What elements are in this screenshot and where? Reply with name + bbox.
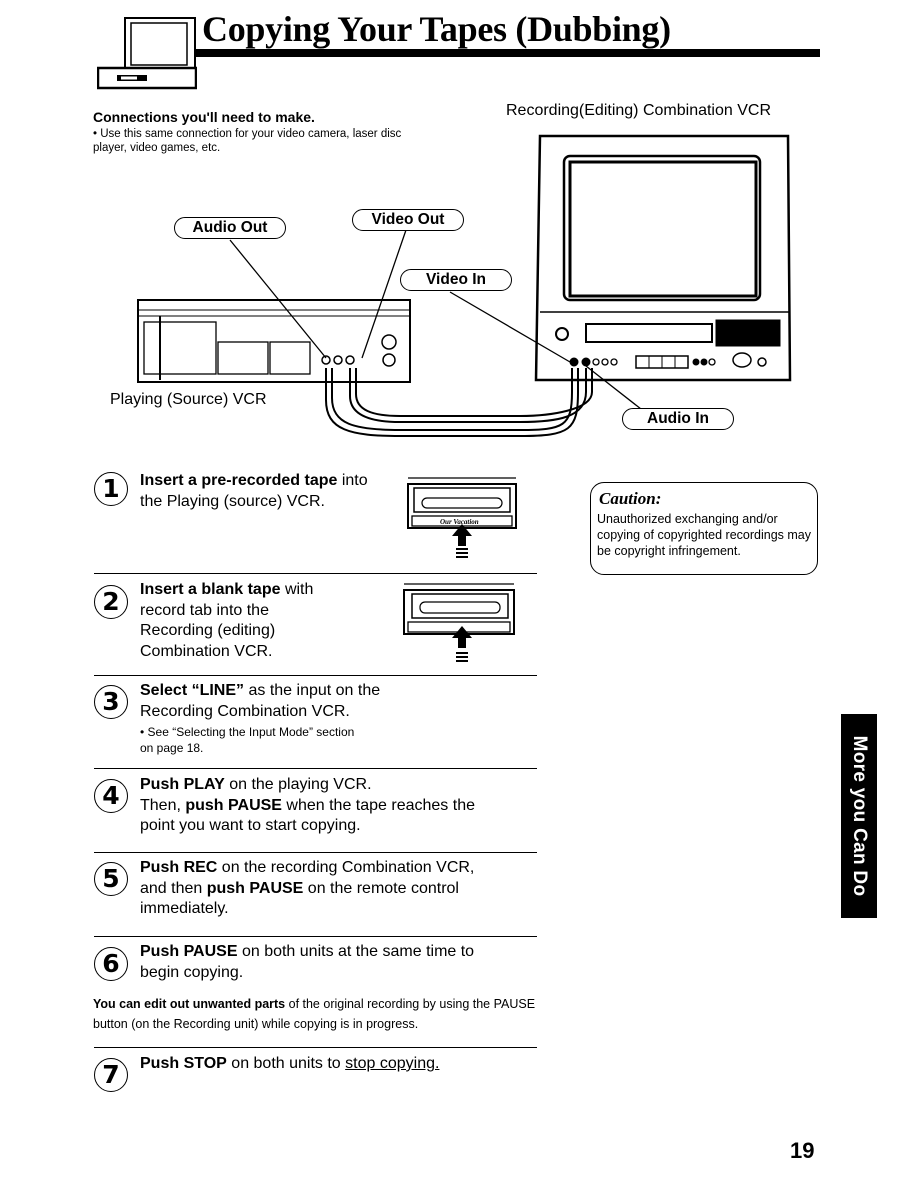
- video-out-callout: Video Out: [352, 209, 464, 231]
- section-side-tab: More you Can Do: [841, 714, 877, 918]
- page-title: Copying Your Tapes (Dubbing): [202, 9, 671, 49]
- step-2-number: 2: [94, 585, 128, 619]
- connections-note: • Use this same connection for your vide…: [93, 128, 402, 154]
- step-4-text: Push PLAY on the playing VCR.Then, push …: [140, 776, 475, 834]
- audio-in-callout: Audio In: [622, 408, 734, 430]
- step-3-number: 3: [94, 685, 128, 719]
- page-number: 19: [790, 1138, 815, 1163]
- step-5-number: 5: [94, 862, 128, 896]
- step-6-number: 6: [94, 947, 128, 981]
- step-7-number: 7: [94, 1058, 128, 1092]
- step-divider: [94, 852, 537, 854]
- cables: [325, 368, 593, 437]
- step-divider: [94, 1047, 537, 1049]
- side-tab-label: More you Can Do: [849, 735, 870, 897]
- caution-box: Caution: Unauthorized exchanging and/or …: [590, 482, 818, 575]
- blank-tape-insert-illustration: [403, 583, 515, 662]
- connection-diagram: [137, 134, 792, 437]
- caution-text: Unauthorized exchanging and/or copying o…: [597, 512, 812, 558]
- playing-vcr-label: Playing (Source) VCR: [110, 391, 267, 408]
- step-3-text: Select “LINE” as the input on the Record…: [140, 682, 381, 720]
- step-divider: [94, 675, 537, 677]
- step-4-number: 4: [94, 779, 128, 813]
- recording-vcr-label: Recording(Editing) Combination VCR: [506, 102, 772, 119]
- step-divider: [94, 573, 537, 575]
- svg-text:Our Vacation: Our Vacation: [440, 518, 479, 526]
- step-6-text: Push PAUSE on both units at the same tim…: [140, 943, 475, 981]
- tv-vcr-icon: [97, 17, 197, 90]
- video-in-callout: Video In: [400, 269, 512, 291]
- connections-title: Connections you'll need to make.: [93, 109, 315, 125]
- step-1-text: Insert a pre-recorded tape into the Play…: [140, 472, 368, 510]
- step-7-text: Push STOP on both units to stop copying.: [140, 1055, 440, 1072]
- combination-tv-vcr: [534, 134, 792, 382]
- step-3-note: • See “Selecting the Input Mode” section…: [140, 725, 355, 755]
- step-1-number: 1: [94, 472, 128, 506]
- step-divider: [94, 936, 537, 938]
- audio-out-callout: Audio Out: [174, 217, 286, 239]
- edit-note: You can edit out unwanted parts of the o…: [93, 997, 536, 1031]
- step-5-text: Push REC on the recording Combination VC…: [140, 859, 475, 917]
- tape-insert-illustration: Our Vacation: [407, 477, 517, 558]
- caution-title: Caution:: [599, 489, 662, 508]
- title-rule: [196, 49, 820, 57]
- step-2-text: Insert a blank tape with record tab into…: [140, 581, 314, 660]
- source-vcr: [137, 299, 411, 383]
- step-divider: [94, 768, 537, 770]
